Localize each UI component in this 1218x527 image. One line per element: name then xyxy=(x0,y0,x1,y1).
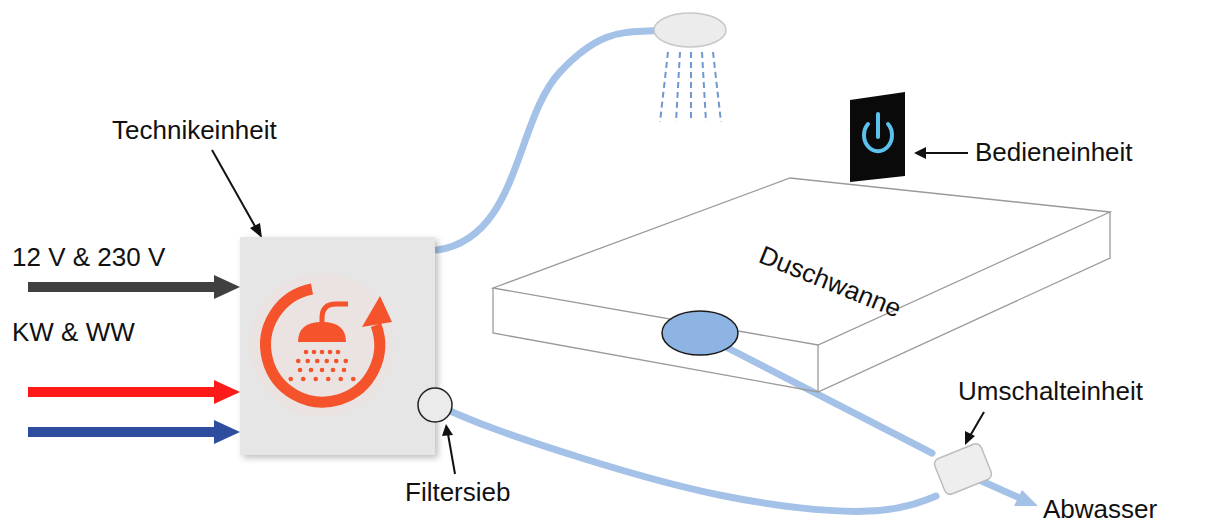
leader-arrow xyxy=(212,147,984,474)
shower-tray: Duschwanne xyxy=(493,178,1110,392)
warm-water-arrow xyxy=(28,380,240,404)
switch-unit: Umschalteinheit xyxy=(932,442,994,496)
node-shape xyxy=(932,442,994,496)
supply-label: 12 V & 230 V xyxy=(12,242,165,273)
outlet-label: Abwasser xyxy=(1043,494,1157,525)
node-shape xyxy=(240,237,435,455)
water-spray xyxy=(660,52,721,122)
water-pipe xyxy=(452,412,936,512)
shower-head xyxy=(654,13,726,47)
node-label: Umschalteinheit xyxy=(958,376,1143,407)
cold-water-arrow xyxy=(28,420,240,444)
waste-water-pipe xyxy=(975,478,1038,506)
part-label: Bedieneinheit xyxy=(975,137,1133,168)
water-pipe xyxy=(722,345,932,453)
node-label: Duschwanne xyxy=(754,239,905,324)
node-shape xyxy=(417,387,453,423)
shower-pipe xyxy=(437,30,660,250)
power-arrow xyxy=(28,275,240,299)
node-label: Filtersieb xyxy=(405,477,510,508)
shower-cycle-icon xyxy=(240,237,435,455)
technical-unit: Technikeinheit xyxy=(240,237,435,455)
node-label: Technikeinheit xyxy=(112,115,277,146)
control-unit-icon xyxy=(850,92,905,182)
filter-sieve: Filtersieb xyxy=(417,387,453,423)
supply-label: KW & WW xyxy=(12,317,135,348)
